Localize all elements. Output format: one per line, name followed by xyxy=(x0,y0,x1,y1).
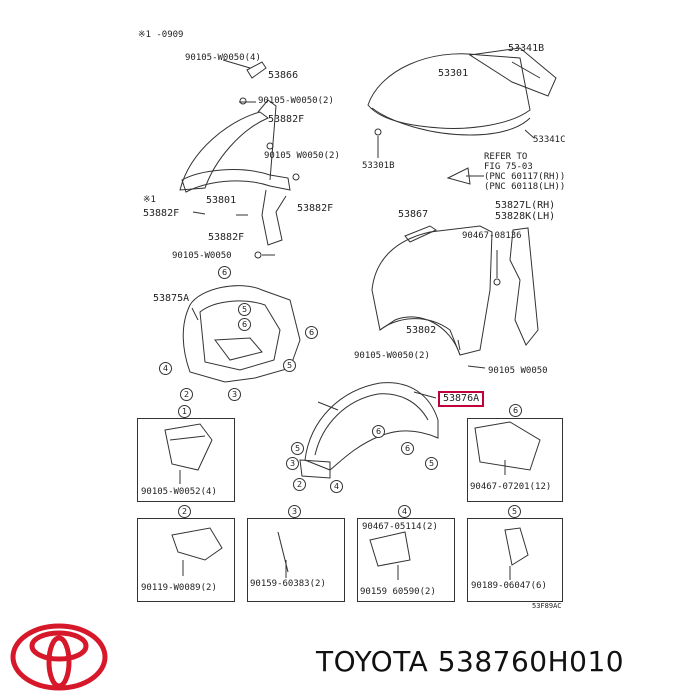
callout-5: 5 xyxy=(283,359,296,372)
detail-box-1 xyxy=(137,418,235,502)
brand-name: TOYOTA xyxy=(316,645,429,678)
part-label: 53827L(RH) xyxy=(495,200,556,211)
detail-box-4 xyxy=(357,518,455,602)
part-label: 90159 60590(2) xyxy=(360,587,436,597)
callout-6: 6 xyxy=(218,266,231,279)
callout-4: 4 xyxy=(398,505,411,518)
part-label: 53341B xyxy=(508,43,545,54)
callout-5: 5 xyxy=(425,457,438,470)
detail-box-2 xyxy=(137,518,235,602)
callout-2: 2 xyxy=(180,388,193,401)
callout-6: 6 xyxy=(401,442,414,455)
part-label: 90105-W0050(2) xyxy=(258,96,334,106)
part-label: 53341C xyxy=(533,135,566,145)
part-label: 90105-W0050(4) xyxy=(185,53,261,63)
part-label: 53882F xyxy=(208,232,245,243)
callout-5: 5 xyxy=(291,442,304,455)
callout-6: 6 xyxy=(509,404,522,417)
toyota-logo xyxy=(10,623,108,691)
part-label: 90105-W0050 xyxy=(172,251,232,261)
part-label: ※1 xyxy=(143,195,156,205)
callout-3: 3 xyxy=(228,388,241,401)
part-label: 53802 xyxy=(406,325,437,336)
callout-2: 2 xyxy=(293,478,306,491)
callout-1: 1 xyxy=(178,405,191,418)
callout-5: 5 xyxy=(508,505,521,518)
part-label: 53882F xyxy=(268,114,305,125)
highlighted-part-label: 53876A xyxy=(438,391,485,407)
callout-3: 3 xyxy=(288,505,301,518)
part-label: 53875A xyxy=(153,293,190,304)
part-label: 53867 xyxy=(398,209,429,220)
callout-6: 6 xyxy=(305,326,318,339)
part-number: 538760H010 xyxy=(437,645,625,678)
part-label: 53866 xyxy=(268,70,299,81)
part-label: FIG 75-03 xyxy=(484,162,533,172)
part-label: 90467-05114(2) xyxy=(362,522,438,532)
callout-4: 4 xyxy=(159,362,172,375)
part-label: (PNC 60118(LH)) xyxy=(484,182,566,192)
detail-box-6 xyxy=(467,418,563,502)
part-label: 90467-08136 xyxy=(462,231,522,241)
part-label: 90105-W0050(2) xyxy=(354,351,430,361)
part-label: REFER TO xyxy=(484,152,528,162)
diagram-code: 53F89AC xyxy=(532,602,562,610)
callout-3: 3 xyxy=(286,457,299,470)
brand-footer: TOYOTA 538760H010 xyxy=(316,645,624,678)
part-label: 53301 xyxy=(438,68,469,79)
callout-2: 2 xyxy=(178,505,191,518)
part-label: 90105 W0050(2) xyxy=(264,151,340,161)
detail-box-5 xyxy=(467,518,563,602)
part-label: (PNC 60117(RH)) xyxy=(484,172,566,182)
part-label: 90189-06047(6) xyxy=(471,581,547,591)
part-label: 53801 xyxy=(206,195,237,206)
part-label: 90119-W0089(2) xyxy=(141,583,217,593)
callout-6: 6 xyxy=(238,318,251,331)
part-label: 53301B xyxy=(362,161,395,171)
part-label: 53882F xyxy=(297,203,334,214)
part-label: 90105-W0052(4) xyxy=(141,487,217,497)
callout-5: 5 xyxy=(238,303,251,316)
part-label: 53882F xyxy=(143,208,180,219)
header-note: ※1 -0909 xyxy=(138,30,184,40)
part-label: 90467-07201(12) xyxy=(470,482,552,492)
part-label: 53828K(LH) xyxy=(495,211,556,222)
part-label: 90105 W0050 xyxy=(488,366,548,376)
callout-4: 4 xyxy=(330,480,343,493)
detail-box-3 xyxy=(247,518,345,602)
callout-6: 6 xyxy=(372,425,385,438)
part-label: 90159-60383(2) xyxy=(250,579,326,589)
